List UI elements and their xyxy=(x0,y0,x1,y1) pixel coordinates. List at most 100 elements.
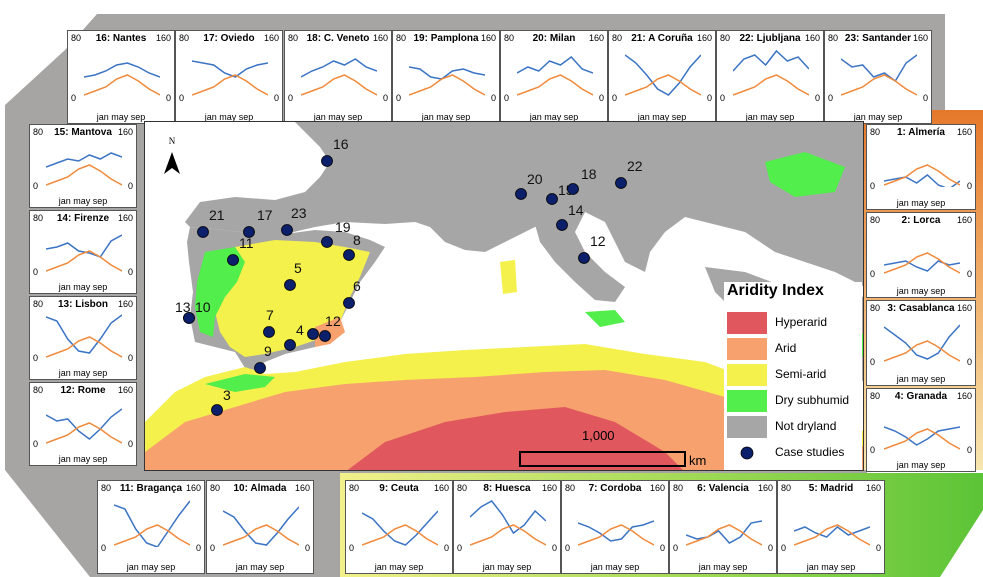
case-study-symbol xyxy=(740,446,754,460)
x-axis-labels: jan may sep xyxy=(58,196,108,206)
precipitation-line xyxy=(884,324,960,360)
y-right-min: 0 xyxy=(304,543,310,553)
panel-title: 5: Madrid xyxy=(808,483,854,494)
y-left-max: 80 xyxy=(673,483,684,493)
y-left-min: 0 xyxy=(396,93,402,103)
temperature-line xyxy=(470,524,546,546)
x-axis-labels: jan may sep xyxy=(896,374,946,384)
y-right-min: 0 xyxy=(273,93,279,103)
precipitation-line xyxy=(794,526,870,538)
x-axis-labels: jan may sep xyxy=(482,562,532,572)
y-left-max: 80 xyxy=(457,483,468,493)
y-right-max: 160 xyxy=(865,483,881,493)
y-right-max: 160 xyxy=(117,127,133,137)
y-right-max: 160 xyxy=(956,215,972,225)
y-right-max: 160 xyxy=(588,33,604,43)
y-right-min: 0 xyxy=(127,181,133,191)
y-right-min: 0 xyxy=(598,93,604,103)
y-left-max: 80 xyxy=(33,127,44,137)
y-left-max: 80 xyxy=(504,33,515,43)
site-label-3: 3 xyxy=(223,387,231,403)
precipitation-line xyxy=(46,408,122,440)
y-right-min: 0 xyxy=(382,93,388,103)
climate-curves xyxy=(884,324,960,362)
y-right-max: 160 xyxy=(372,33,388,43)
y-right-min: 0 xyxy=(966,269,972,279)
temperature-line xyxy=(841,74,917,96)
y-left-min: 0 xyxy=(349,543,355,553)
site-label-21: 21 xyxy=(209,207,225,223)
panel-title: 21: A Coruña xyxy=(631,33,693,44)
y-left-min: 0 xyxy=(33,181,39,191)
climate-curves xyxy=(517,55,593,96)
temperature-line xyxy=(884,428,960,450)
y-right-max: 160 xyxy=(649,483,665,493)
y-right-min: 0 xyxy=(767,543,773,553)
y-left-max: 80 xyxy=(396,33,407,43)
climate-curves xyxy=(625,54,701,96)
site-label-20: 20 xyxy=(527,171,543,187)
site-label-11: 11 xyxy=(239,235,254,251)
panel-title: 15: Mantova xyxy=(54,127,112,138)
y-left-min: 0 xyxy=(101,543,107,553)
y-right-min: 0 xyxy=(659,543,665,553)
panel-title: 20: Milan xyxy=(532,33,576,44)
y-right-min: 0 xyxy=(814,93,820,103)
y-left-max: 80 xyxy=(870,391,881,401)
legend-label: Hyperarid xyxy=(775,315,828,329)
y-right-min: 0 xyxy=(165,93,171,103)
climate-curves xyxy=(470,500,546,546)
site-marker-5 xyxy=(284,279,296,291)
site-label-19: 19 xyxy=(335,219,351,235)
scale-bar xyxy=(519,451,686,467)
y-right-max: 160 xyxy=(696,33,712,43)
site-label-12: 12 xyxy=(590,233,606,249)
x-axis-labels: jan may sep xyxy=(421,112,471,122)
panel-title: 14: Firenze xyxy=(56,213,110,224)
panel-title: 2: Lorca xyxy=(901,215,941,226)
y-left-max: 80 xyxy=(33,385,44,395)
temperature-line xyxy=(517,74,593,96)
y-left-min: 0 xyxy=(33,267,39,277)
precipitation-line xyxy=(686,520,762,544)
y-right-min: 0 xyxy=(490,93,496,103)
climate-curves xyxy=(46,152,122,186)
precipitation-line xyxy=(884,260,960,272)
y-right-max: 160 xyxy=(155,33,171,43)
site-marker-1 xyxy=(307,328,319,340)
y-right-min: 0 xyxy=(966,181,972,191)
site-marker-23 xyxy=(281,224,293,236)
y-left-min: 0 xyxy=(828,93,834,103)
site-marker-17 xyxy=(243,226,255,238)
temperature-line xyxy=(192,74,268,96)
x-axis-labels: jan may sep xyxy=(235,562,285,572)
y-right-max: 160 xyxy=(433,483,449,493)
x-axis-labels: jan may sep xyxy=(806,562,856,572)
site-label-8: 8 xyxy=(353,232,361,248)
y-left-max: 80 xyxy=(781,483,792,493)
italy-land xyxy=(530,202,625,302)
temperature-line xyxy=(362,524,438,546)
temperature-line xyxy=(794,524,870,546)
site-marker-11 xyxy=(227,254,239,266)
site-label-4: 4 xyxy=(296,322,304,338)
x-axis-labels: jan may sep xyxy=(529,112,579,122)
site-marker-16 xyxy=(321,155,333,167)
y-right-min: 0 xyxy=(551,543,557,553)
site-label-13: 13 xyxy=(175,299,191,315)
precipitation-line xyxy=(884,174,960,187)
x-axis-labels: jan may sep xyxy=(637,112,687,122)
precipitation-line xyxy=(46,234,122,258)
precipitation-line xyxy=(470,500,546,535)
y-right-max: 160 xyxy=(117,299,133,309)
precipitation-line xyxy=(733,49,809,72)
temperature-line xyxy=(884,340,960,362)
panel-title: 16: Nantes xyxy=(95,33,147,44)
